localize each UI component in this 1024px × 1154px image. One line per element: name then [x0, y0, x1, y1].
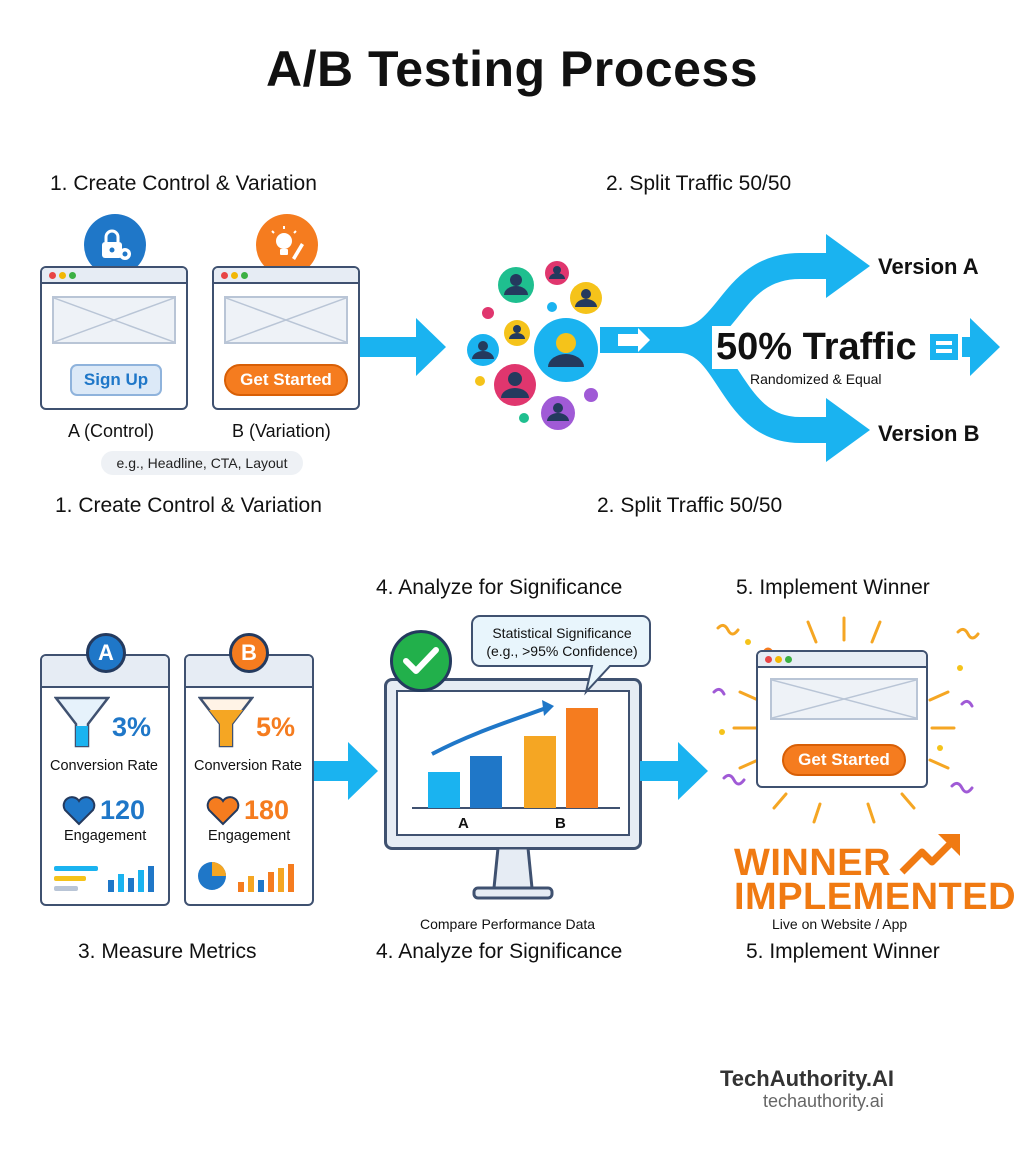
conversion-b-value: 5%: [256, 712, 296, 742]
axis-label-b: B: [555, 815, 566, 832]
examples-pill: e.g., Headline, CTA, Layout: [101, 451, 303, 475]
pie-bars-icon: [198, 862, 294, 892]
sign-up-button[interactable]: Sign Up: [70, 364, 162, 396]
result-bar-4: [566, 708, 598, 808]
users-cluster-icon: [467, 261, 602, 430]
winner-line2: IMPLEMENTED: [734, 876, 1017, 918]
winner-page-mockup: Get Started: [756, 650, 928, 788]
image-placeholder: [770, 678, 918, 720]
brand-url: techauthority.ai: [763, 1091, 884, 1111]
checkmark-icon: [390, 630, 452, 692]
engagement-b-value: 180: [244, 795, 290, 825]
step3-title: 3. Measure Metrics: [78, 940, 257, 963]
result-bar-2: [470, 756, 502, 808]
result-bar-1: [428, 772, 460, 808]
step4-title-bottom: 4. Analyze for Significance: [376, 940, 623, 963]
get-started-button[interactable]: Get Started: [224, 364, 348, 396]
variation-label: B (Variation): [232, 421, 331, 441]
variation-page-mockup: Get Started: [212, 266, 360, 410]
implement-caption: Live on Website / App: [772, 916, 908, 932]
control-page-mockup: Sign Up: [40, 266, 188, 410]
control-label: A (Control): [68, 421, 155, 441]
callout-line2: (e.g., >95% Confidence): [486, 643, 638, 659]
celebration-burst: [712, 616, 980, 824]
flow-arrow-icon: [360, 318, 446, 376]
badge-b: B: [229, 633, 269, 673]
conversion-a-label: Conversion Rate: [50, 758, 158, 774]
page-title: A/B Testing Process: [265, 41, 759, 97]
axis-label-a: A: [458, 815, 469, 832]
engagement-a-value: 120: [100, 795, 146, 825]
traffic-split-arrows: [600, 234, 870, 462]
step5-title-top: 5. Implement Winner: [736, 576, 930, 599]
results-chart: [412, 700, 620, 809]
engagement-b-label: Engagement: [208, 828, 291, 844]
step4-title-top: 4. Analyze for Significance: [376, 576, 623, 599]
flow-arrow-icon: [314, 742, 378, 800]
winner-get-started-button[interactable]: Get Started: [782, 744, 906, 776]
lock-gear-icon: [84, 214, 146, 276]
version-a-label: Version A: [878, 254, 979, 279]
conversion-a-value: 3%: [112, 712, 152, 742]
traffic-percent: 50% Traffic: [712, 326, 921, 369]
version-b-label: Version B: [878, 421, 980, 446]
winner-line1: WINNER: [734, 842, 892, 884]
heart-icon: [62, 796, 96, 826]
traffic-subtitle: Randomized & Equal: [750, 371, 882, 387]
trend-up-icon: [899, 834, 960, 875]
step2-title-bottom: 2. Split Traffic 50/50: [597, 494, 783, 517]
mini-bars-icon: [54, 866, 154, 892]
equal-arrow-icon: [930, 318, 1000, 376]
engagement-a-label: Engagement: [64, 828, 147, 844]
badge-a: A: [86, 633, 126, 673]
flow-arrow-icon: [640, 742, 708, 800]
analyze-caption: Compare Performance Data: [420, 916, 596, 932]
funnel-icon: [198, 696, 254, 748]
lightbulb-pencil-icon: [256, 214, 318, 276]
step1-title-bottom: 1. Create Control & Variation: [55, 494, 322, 517]
funnel-icon: [54, 696, 110, 748]
monitor-stand: [472, 848, 554, 900]
callout-line1: Statistical Significance: [492, 625, 632, 641]
image-placeholder: [52, 296, 176, 344]
heart-icon: [206, 796, 240, 826]
step2-title-top: 2. Split Traffic 50/50: [606, 172, 792, 195]
step5-title-bottom: 5. Implement Winner: [746, 940, 940, 963]
callout-bubble: [471, 615, 651, 696]
step1-title-top: 1. Create Control & Variation: [50, 172, 317, 195]
conversion-b-label: Conversion Rate: [194, 758, 302, 774]
result-bar-3: [524, 736, 556, 808]
image-placeholder: [224, 296, 348, 344]
metrics-card-a: [40, 654, 170, 906]
brand-name: TechAuthority.AI: [720, 1066, 894, 1091]
